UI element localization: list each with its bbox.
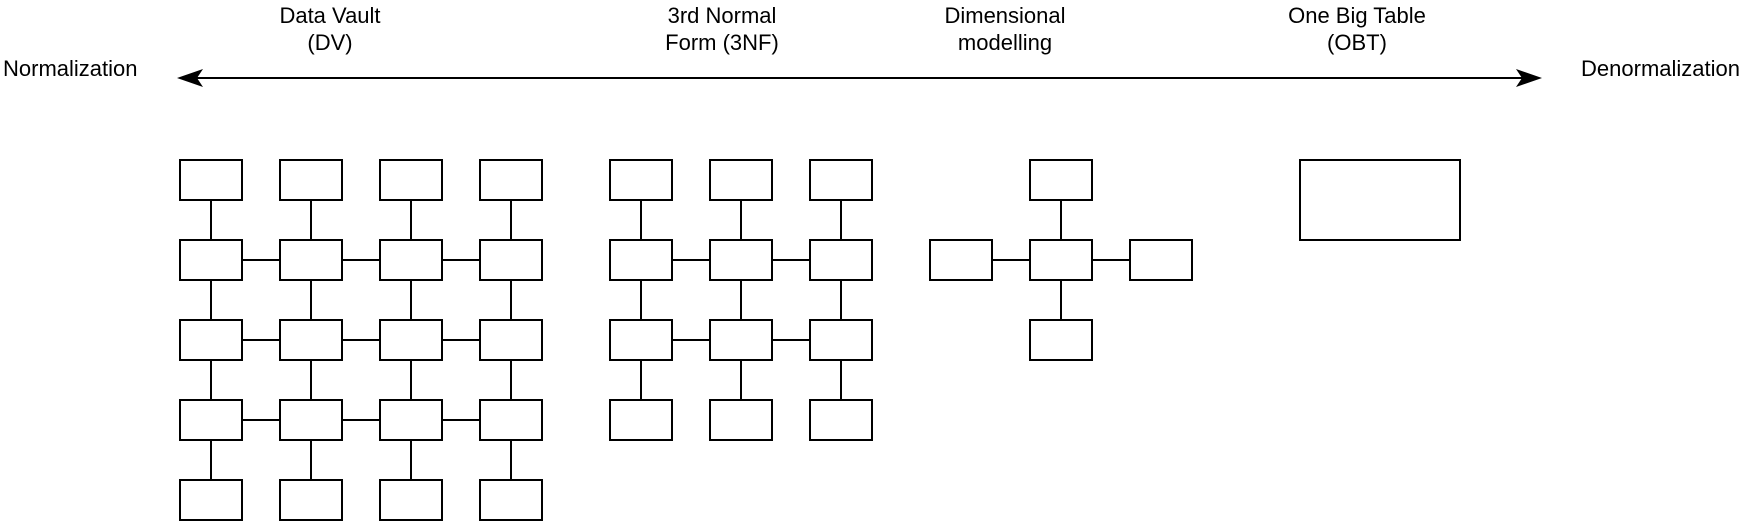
data-vault-schema-table [279,399,343,441]
axis-arrowhead-right [1516,69,1542,87]
3nf-schema-table [709,239,773,281]
star-schema-dimension-table [1129,239,1193,281]
data-vault-schema-table [179,159,243,201]
method-title-line: (OBT) [1327,30,1387,55]
data-vault-schema-table [479,479,543,521]
axis-arrowhead-left [177,69,203,87]
3nf-schema-table [609,399,673,441]
one-big-table-table [1299,159,1461,241]
method-title-line: (DV) [307,30,353,55]
star-schema-dimension-table [1029,159,1093,201]
3nf-schema-table [709,399,773,441]
data-vault-schema-table [379,399,443,441]
data-vault-schema-table [179,319,243,361]
method-title-line: Form (3NF) [665,30,779,55]
axis-label-normalization: Normalization [3,56,138,81]
method-title-3nf: 3rd Normal Form (3NF) [665,2,779,56]
axis-label-denormalization: Denormalization [1581,56,1740,81]
method-title-line: modelling [957,30,1053,55]
3nf-schema-table [609,159,673,201]
method-title-line: 3rd Normal [667,3,777,28]
data-vault-schema-table [179,479,243,521]
data-vault-schema-table [179,239,243,281]
method-title-line: Data Vault [279,3,381,28]
method-title-data-vault: Data Vault (DV) [279,2,380,56]
data-vault-schema-table [379,159,443,201]
star-schema-fact-table [1029,239,1093,281]
method-title-dimensional: Dimensional modelling [944,2,1065,56]
3nf-schema-table [709,159,773,201]
method-title-obt: One Big Table (OBT) [1288,2,1426,56]
data-vault-schema-table [479,239,543,281]
star-schema-dimension-table [1029,319,1093,361]
data-vault-schema-table [379,239,443,281]
data-vault-schema-table [479,159,543,201]
data-vault-schema-table [179,399,243,441]
data-vault-schema-table [479,319,543,361]
data-vault-schema-table [279,159,343,201]
data-vault-schema-table [279,479,343,521]
data-vault-schema-table [479,399,543,441]
data-vault-schema-table [279,239,343,281]
3nf-schema-table [609,319,673,361]
3nf-schema-table [809,159,873,201]
3nf-schema-table [809,239,873,281]
3nf-schema-table [809,319,873,361]
data-vault-schema-table [379,479,443,521]
data-vault-schema-table [279,319,343,361]
data-vault-schema-table [379,319,443,361]
method-title-line: Dimensional [944,3,1066,28]
3nf-schema-table [709,319,773,361]
3nf-schema-table [609,239,673,281]
method-title-line: One Big Table [1288,3,1426,28]
3nf-schema-table [809,399,873,441]
star-schema-dimension-table [929,239,993,281]
